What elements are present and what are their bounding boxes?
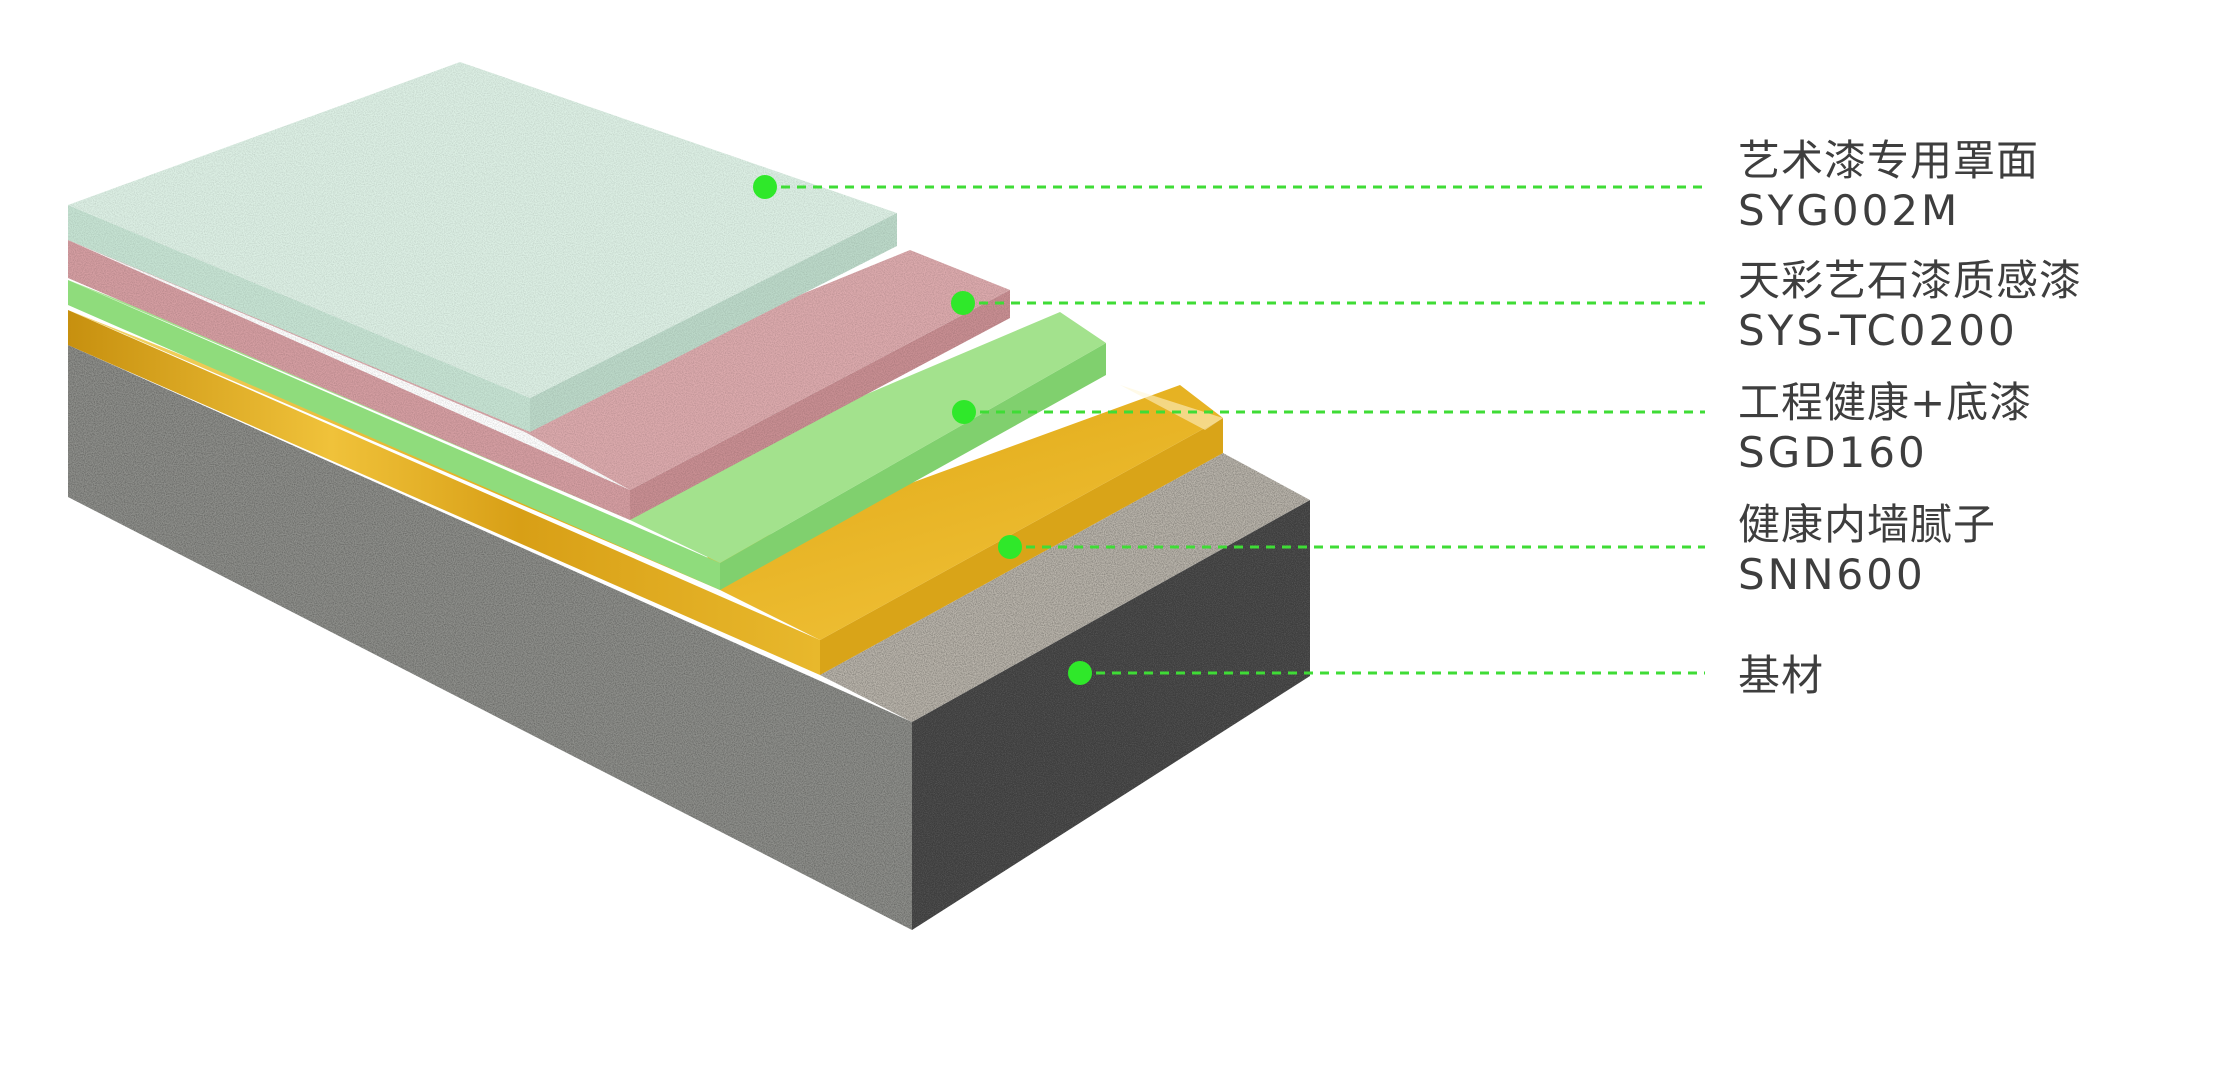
layer-code: SNN600 (1738, 550, 1926, 599)
layer-label-texture-coat: 天彩艺石漆质感漆 SYS-TC0200 (1738, 256, 2082, 356)
primer-front-face (68, 280, 720, 590)
primer-side-face (720, 343, 1106, 590)
texture-coat-layer (68, 240, 1010, 520)
layer-label-putty: 健康内墙腻子 SNN600 (1738, 500, 1996, 600)
putty-top-face (68, 310, 1223, 640)
leader-lines (753, 175, 1705, 685)
leader-dot-texture-coat (951, 291, 975, 315)
layer-name: 基材 (1738, 651, 1825, 700)
substrate-block (68, 345, 1310, 930)
layer-code: SYS-TC0200 (1738, 306, 2018, 355)
topcoat-layer (68, 62, 897, 432)
leader-dot-substrate (1068, 661, 1092, 685)
leader-dot-primer (952, 400, 976, 424)
putty-front-face (68, 310, 820, 675)
layer-name: 工程健康+底漆 (1738, 378, 2033, 427)
primer-layer (68, 280, 1106, 590)
layer-name: 艺术漆专用罩面 (1738, 136, 2040, 185)
layer-code: SGD160 (1738, 428, 1928, 477)
layer-code: SYG002M (1738, 186, 1961, 235)
layer-name: 天彩艺石漆质感漆 (1738, 256, 2083, 305)
leader-dot-putty (998, 535, 1022, 559)
layer-label-substrate: 基材 (1738, 651, 1824, 701)
leader-dot-topcoat (753, 175, 777, 199)
layer-label-primer: 工程健康+底漆 SGD160 (1738, 378, 2032, 478)
layer-name: 健康内墙腻子 (1738, 500, 1997, 549)
primer-top-face (68, 280, 1106, 563)
layer-label-topcoat: 艺术漆专用罩面 SYG002M (1738, 136, 2039, 236)
